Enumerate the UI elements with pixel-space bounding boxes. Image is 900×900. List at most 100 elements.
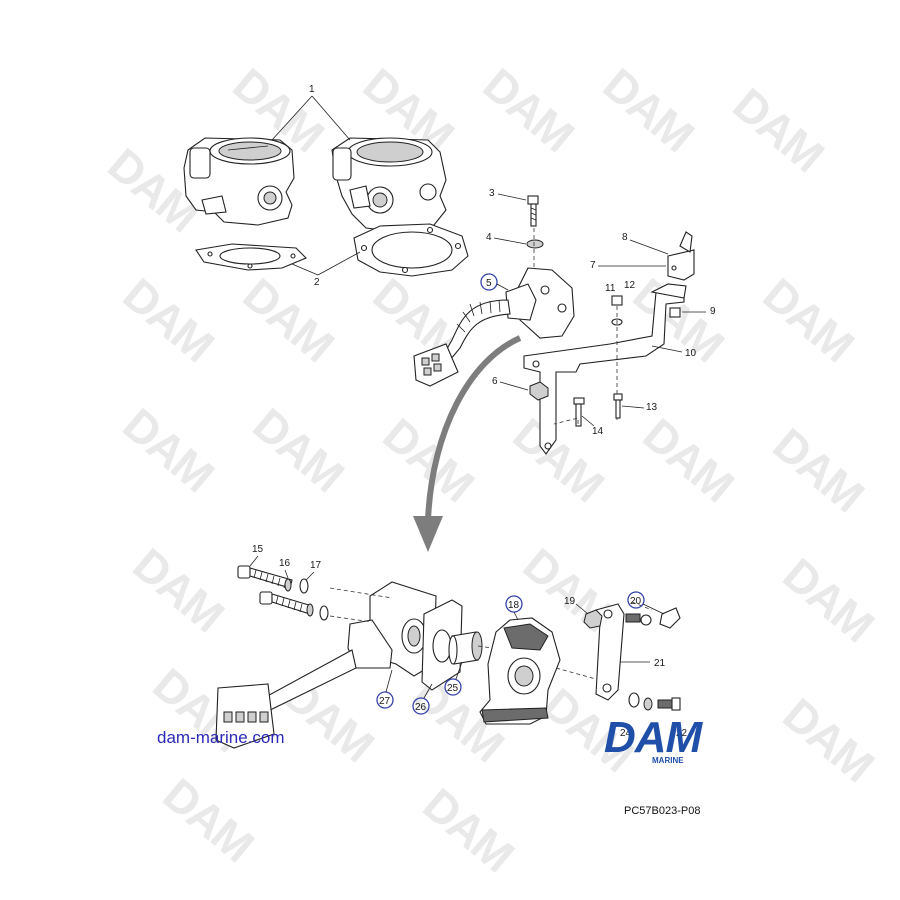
leader-line <box>271 95 313 141</box>
watermark: DAM <box>234 268 343 371</box>
assembly-line <box>329 587 393 599</box>
washer-24-and-screw-22 <box>628 692 681 711</box>
brand-logo-sub: MARINE <box>652 756 684 765</box>
callout-circle <box>480 273 498 291</box>
watermark: DAM <box>124 538 233 641</box>
gasket-26 <box>421 599 463 691</box>
watermark: DAM <box>594 58 703 161</box>
callout-22: 22 <box>676 728 688 739</box>
callout-17: 17 <box>310 560 322 571</box>
watermark: DAM <box>114 398 223 501</box>
screw-15-lower <box>259 591 313 615</box>
callout-13: 13 <box>646 402 658 413</box>
leader-line <box>642 603 665 615</box>
sensor-18 <box>479 617 561 725</box>
callout-5: 5 <box>486 278 492 289</box>
nut-9 <box>669 307 681 318</box>
bolt-14 <box>573 397 585 427</box>
callout-21: 21 <box>654 658 666 669</box>
washer-17-lower <box>319 605 329 621</box>
brand-logo: DAM MARINE <box>604 716 736 772</box>
watermark: DAM <box>504 408 613 511</box>
watermark: DAM <box>414 778 523 881</box>
lever-21 <box>595 603 625 701</box>
washer-17 <box>299 578 309 594</box>
watermark: DAM <box>154 768 263 871</box>
bracket-10 <box>523 283 687 455</box>
assembly-line <box>329 615 373 623</box>
callout-6: 6 <box>492 376 498 387</box>
watermark: DAM <box>244 398 353 501</box>
leader-line <box>629 239 669 255</box>
leader-line <box>249 555 259 567</box>
callout-15: 15 <box>252 544 264 555</box>
watermark: DAM <box>724 78 833 181</box>
watermark: DAM <box>774 548 883 651</box>
leader-line <box>575 603 589 615</box>
direction-arrow <box>413 335 522 552</box>
assembly-line <box>553 417 579 425</box>
watermark: DAM <box>774 688 883 791</box>
brand-logo-main: DAM <box>604 713 702 762</box>
leader-line <box>291 263 319 276</box>
spacer-16 <box>284 578 292 592</box>
leader-line <box>621 405 645 409</box>
nut-6 <box>529 381 549 401</box>
throttle-body-right <box>331 137 447 233</box>
ball-stud-20 <box>625 601 681 629</box>
nut-19 <box>583 609 603 629</box>
throttle-body-left <box>183 137 295 226</box>
callout-27: 27 <box>379 696 391 707</box>
leader-line <box>317 251 361 276</box>
callout-24: 24 <box>620 728 632 739</box>
assembly-line <box>477 645 493 649</box>
leader-line <box>311 95 351 141</box>
leader-line <box>497 193 527 201</box>
callouts: 1 2 3 4 5 6 7 8 9 10 11 12 13 14 15 16 1… <box>249 84 716 739</box>
callout-12: 12 <box>624 280 636 291</box>
watermark: DAM <box>754 268 863 371</box>
leader-line <box>513 611 519 621</box>
leader-line <box>305 571 315 581</box>
callout-19: 19 <box>564 596 576 607</box>
reference-code: PC57B023-P08 <box>624 805 701 817</box>
callout-26: 26 <box>415 702 427 713</box>
screw-15-upper <box>237 565 293 589</box>
callout-circle <box>412 697 430 715</box>
sensor-5-with-harness <box>413 267 575 387</box>
website-link[interactable]: dam-marine.com <box>157 728 285 747</box>
watermark: DAM <box>634 408 743 511</box>
callout-11: 11 <box>605 283 616 294</box>
callout-16: 16 <box>279 558 291 569</box>
leader-line <box>423 683 433 699</box>
callout-20: 20 <box>630 596 642 607</box>
connector-housing-27 <box>215 581 437 749</box>
callout-1: 1 <box>309 84 315 95</box>
callout-14: 14 <box>592 426 604 437</box>
leader-line <box>499 381 529 391</box>
washer-4 <box>526 239 544 249</box>
gasket-right <box>353 223 469 277</box>
callout-9: 9 <box>710 306 716 317</box>
bolt-13 <box>613 393 623 419</box>
leader-line <box>385 669 393 693</box>
watermark: DAM <box>764 418 873 521</box>
clip-7-and-screw-8 <box>667 231 695 281</box>
leader-line <box>581 415 595 427</box>
coupler-25 <box>448 631 483 665</box>
leader-line <box>455 661 463 680</box>
watermark: DAM <box>114 268 223 371</box>
callout-3: 3 <box>489 188 495 199</box>
leader-line <box>496 283 509 291</box>
callout-8: 8 <box>622 232 628 243</box>
callout-circle <box>627 591 645 609</box>
callout-7: 7 <box>590 260 596 271</box>
callout-25: 25 <box>447 683 459 694</box>
callout-circle <box>376 691 394 709</box>
leader-line <box>651 345 683 353</box>
callout-18: 18 <box>508 600 520 611</box>
leader-line <box>493 237 527 245</box>
bolt-3 <box>527 195 539 227</box>
spacer-16-lower <box>306 603 314 617</box>
